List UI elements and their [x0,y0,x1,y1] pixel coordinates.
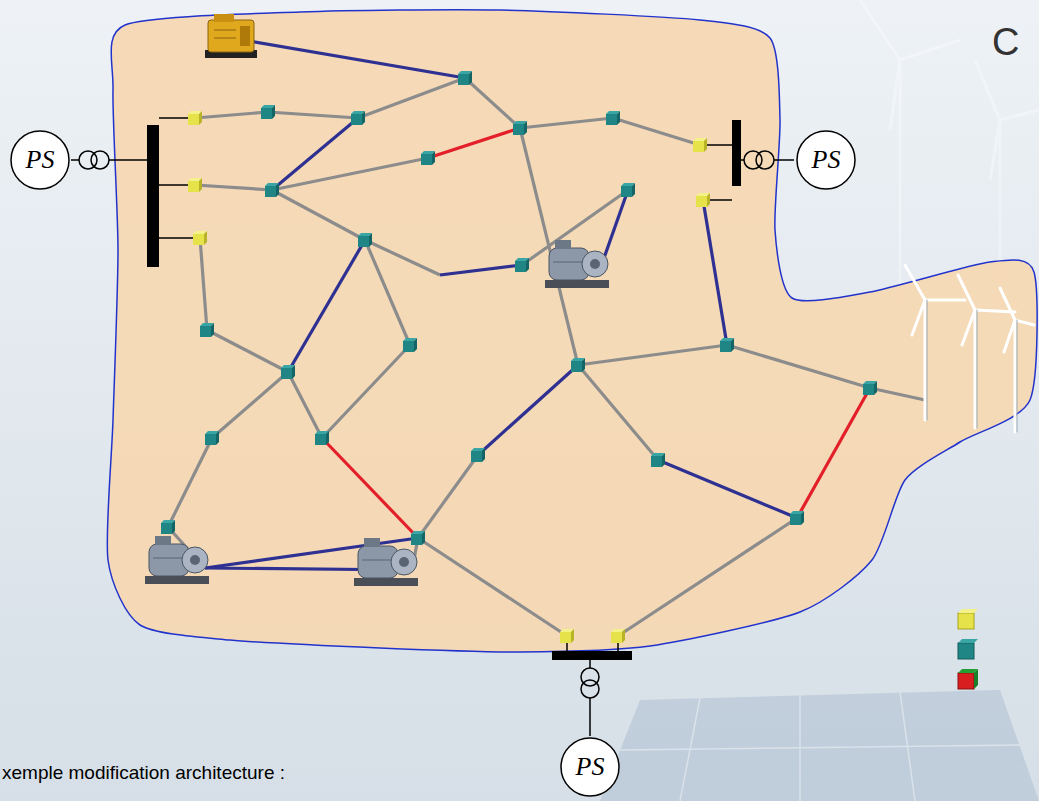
grid-line [272,118,358,190]
node-cube [411,531,425,545]
cut-heading: C [992,22,1019,64]
grid-line [520,118,613,128]
node-cube [696,193,710,207]
grid-line [200,238,207,330]
grid-line [268,112,358,118]
grid-line [322,345,410,438]
grid-line [727,345,870,388]
grid-line [272,190,365,240]
node-label: PS [812,147,841,173]
busbars [147,120,741,660]
grid-region [107,10,1037,652]
grid-line [465,78,520,128]
grid-line [288,240,365,372]
node-label: PS [576,754,605,780]
grid-line [578,345,727,365]
circle-shape [11,131,69,189]
transformers [71,118,794,736]
node-cube [606,111,620,125]
circle-shape [561,738,619,796]
node-cube [611,629,625,643]
gas-turbine [145,536,209,584]
node-cube [720,338,734,352]
node-cube [458,71,472,85]
grid-line [478,365,578,455]
node-cube [790,511,804,525]
circle-shape [797,131,855,189]
node-cube [403,338,417,352]
node-cube [863,381,877,395]
node-cube [693,138,707,152]
wind-farm [905,265,1034,432]
grid-line [195,112,268,118]
node-cube [621,183,635,197]
node-cube [571,358,585,372]
grid-line [288,372,322,438]
node-cube [513,121,527,135]
legend-swatches [958,609,978,689]
grid-line [207,330,288,372]
grid-line [618,518,797,636]
gas-turbine [354,538,418,586]
grid-line [428,128,520,158]
grid-line [168,438,212,527]
grid-line [578,365,658,460]
grid-line [212,372,288,438]
node-cube [261,105,275,119]
node-cube [161,520,175,534]
gas-turbine [545,240,609,288]
diesel-generator [205,14,257,58]
node-cube [315,431,329,445]
power-station-circle: PS [560,737,620,797]
grid-line [322,438,418,538]
node-cube [188,178,202,192]
caption-note: xemple modification architecture : [2,763,285,784]
grid-line [195,185,272,190]
node-cube [281,365,295,379]
background-solar [600,690,1039,801]
grid-line [232,38,465,78]
node-cube [200,323,214,337]
power-station-circle: PS [10,130,70,190]
node-cube [471,448,485,462]
node-cube [560,629,574,643]
grid-line [658,460,797,518]
node-cube [421,151,435,165]
node-label: PS [26,147,55,173]
grid-line [797,388,870,518]
node-cube [651,453,665,467]
grid-lines [168,38,925,636]
grid-line [440,265,522,275]
node-cube [351,111,365,125]
node-cube [265,183,279,197]
power-station-circle: PS [796,130,856,190]
node-cube [515,258,529,272]
grid-line [358,78,465,118]
grid-line [272,158,428,190]
grid-line [870,388,925,400]
grid-line [703,200,727,345]
node-cube [188,111,202,125]
node-cube [193,231,207,245]
grid-line [613,118,700,145]
node-cube [205,431,219,445]
grid-line [418,455,478,538]
node-cube [358,233,372,247]
grid-line [418,538,567,636]
grid-line [365,240,410,345]
